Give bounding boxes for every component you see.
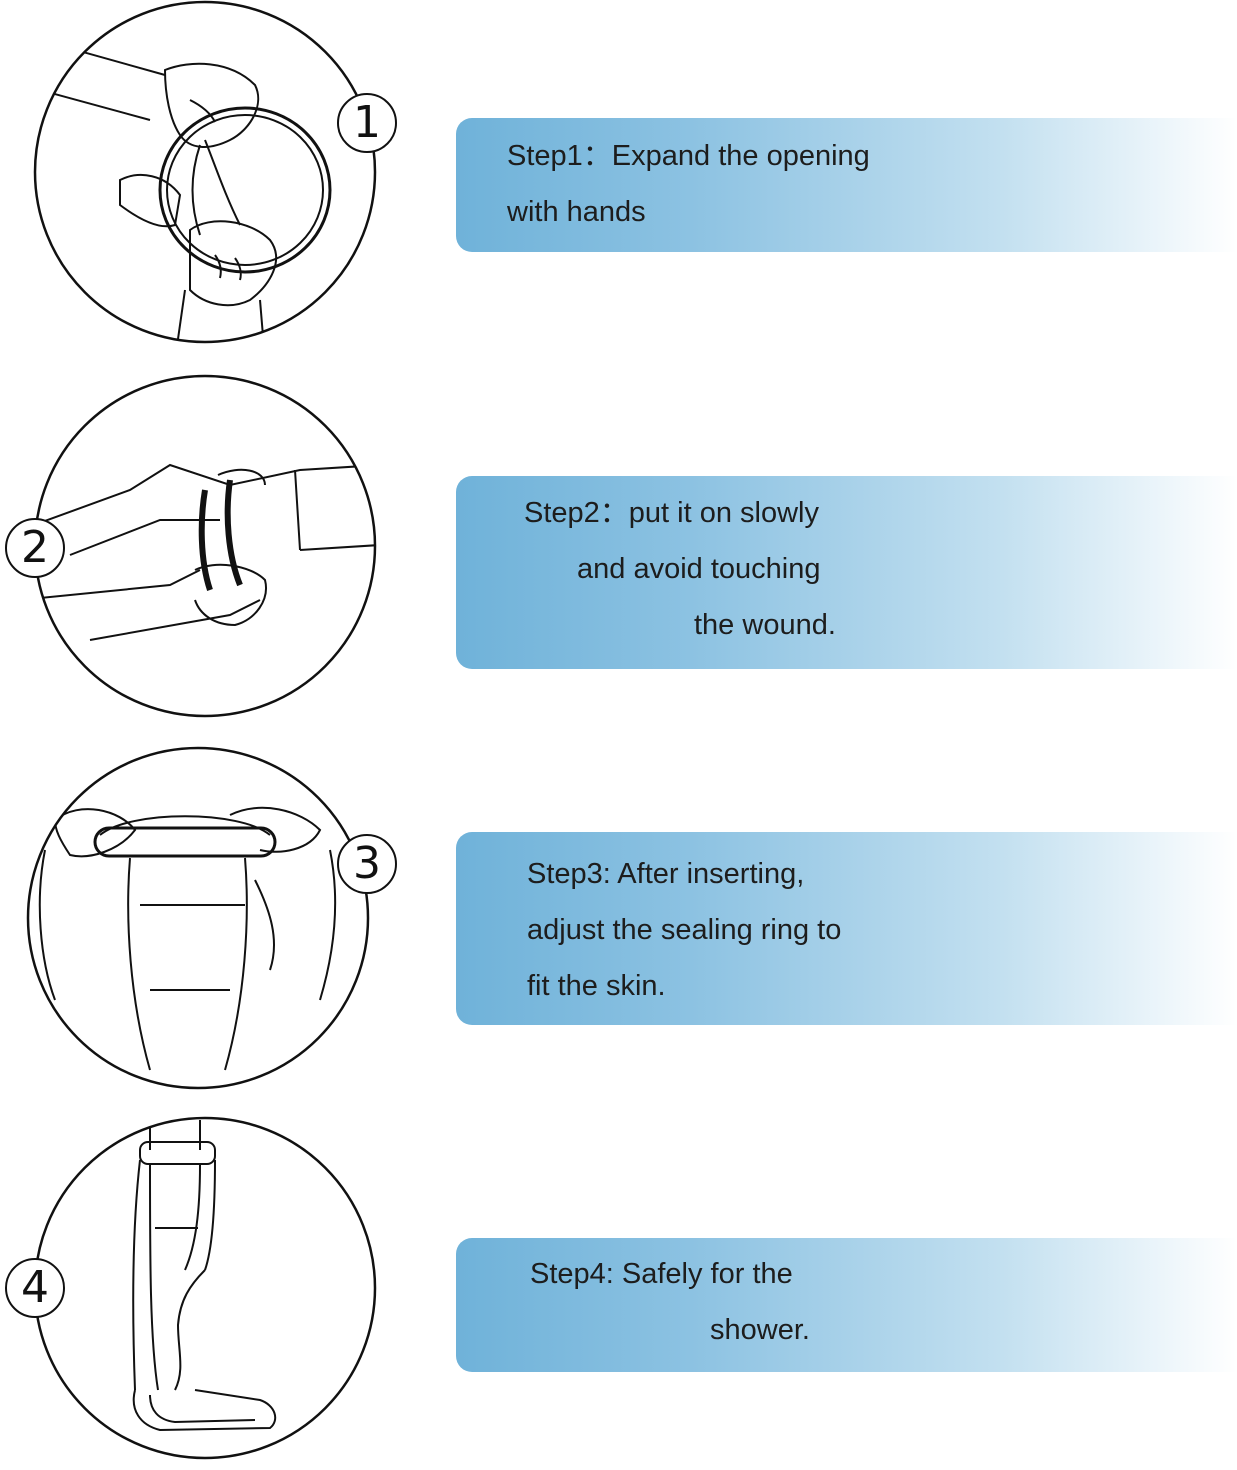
step-banner: Step2：put it on slowly and avoid touchin… (456, 476, 1237, 669)
arm-insertion-illustration (33, 374, 377, 718)
step-number-badge: 2 (5, 518, 65, 578)
step-text-line: and avoid touching (577, 553, 821, 585)
step-banner: Step4: Safely for the shower. (456, 1238, 1237, 1372)
step-text-line: fit the skin. (527, 970, 666, 1002)
step-text-line: with hands (507, 196, 646, 228)
step-text-line: the wound. (694, 609, 836, 641)
step-banner: Step1：Expand the opening with hands (456, 118, 1237, 252)
step-banner: Step3: After inserting, adjust the seali… (456, 832, 1237, 1025)
step-text-line: Step3: After inserting, (527, 858, 805, 890)
sealing-ring-adjust-illustration (26, 746, 370, 1090)
hands-stretching-opening-illustration (33, 0, 377, 344)
step-number-badge: 4 (5, 1258, 65, 1318)
leg-cover-shower-illustration (33, 1116, 377, 1460)
step-text-line: shower. (710, 1314, 810, 1346)
step-text-line: adjust the sealing ring to (527, 914, 842, 946)
step-number-badge: 3 (337, 834, 397, 894)
step-text-line: Step1：Expand the opening (507, 140, 870, 172)
step-text-line: Step2：put it on slowly (524, 497, 819, 529)
step-number-badge: 1 (337, 93, 397, 153)
step-text-line: Step4: Safely for the (530, 1258, 793, 1290)
